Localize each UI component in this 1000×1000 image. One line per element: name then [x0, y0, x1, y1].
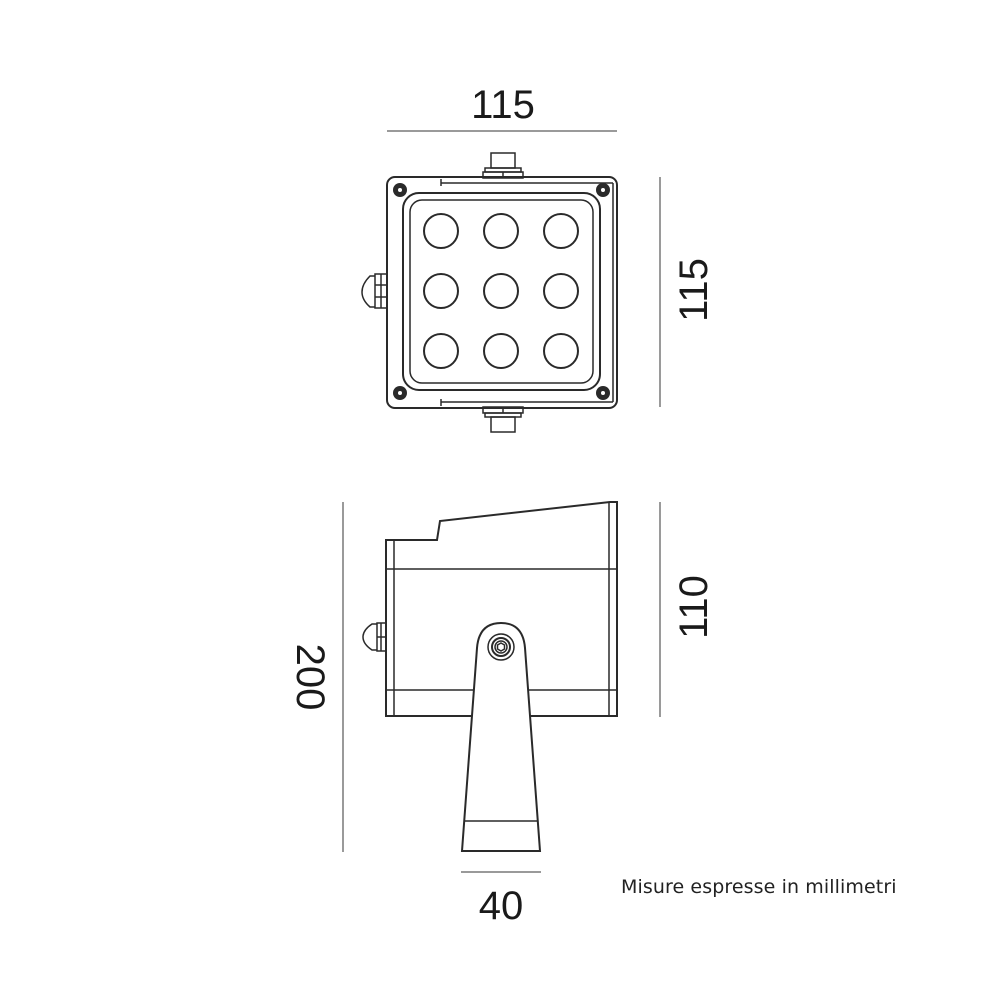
led-icon [543, 273, 579, 309]
lens-frame-outer [402, 192, 601, 391]
top-connector-icon [482, 152, 524, 179]
screw-icon [393, 183, 407, 197]
led-icon [483, 273, 519, 309]
screw-icon [596, 183, 610, 197]
cable-gland-icon [362, 622, 387, 652]
housing-outline [386, 176, 618, 409]
front-width-label: 115 [471, 83, 535, 127]
led-icon [423, 213, 459, 249]
led-icon [543, 333, 579, 369]
led-icon [423, 333, 459, 369]
led-icon [423, 273, 459, 309]
bottom-connector-icon [482, 406, 524, 433]
led-icon [483, 333, 519, 369]
led-grid [423, 213, 579, 369]
units-note: Misure espresse in millimetri [621, 876, 897, 898]
screw-icon [393, 386, 407, 400]
led-icon [483, 213, 519, 249]
mounting-bracket [460, 621, 542, 852]
front-view: 115 115 [361, 83, 716, 433]
pivot-bolt-icon [487, 633, 515, 661]
body-outline [385, 501, 618, 717]
bracket-width-label: 40 [479, 884, 524, 928]
body-height-label: 110 [672, 575, 716, 639]
side-view: 200 110 40 [288, 501, 716, 928]
total-height-label: 200 [288, 644, 332, 711]
screw-icon [596, 386, 610, 400]
led-icon [543, 213, 579, 249]
lens-frame-inner [409, 199, 594, 384]
front-height-label: 115 [672, 258, 716, 322]
cable-gland-icon [361, 273, 388, 309]
